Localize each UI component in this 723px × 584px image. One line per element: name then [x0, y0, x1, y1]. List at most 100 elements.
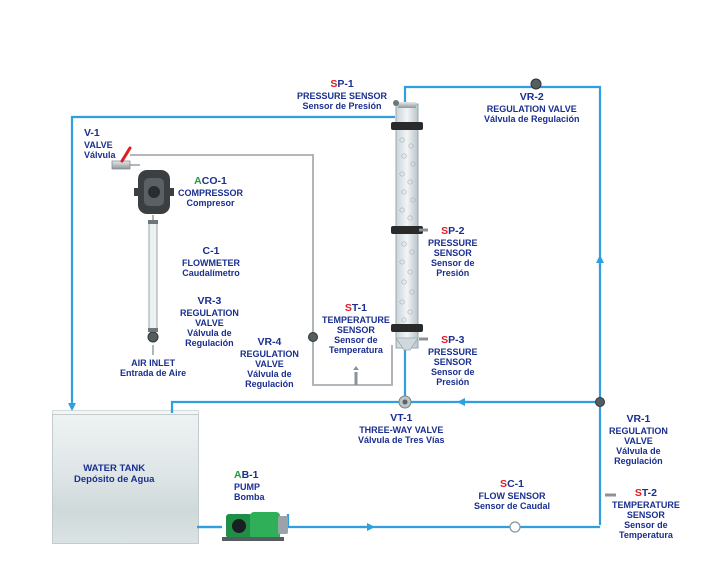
- vr2-tag: VR-2: [519, 91, 544, 103]
- st1-en1: TEMPERATURE: [322, 314, 390, 325]
- vr3-en2: VALVE: [195, 317, 224, 328]
- label-v1: V-1 VALVE Válvula: [84, 127, 116, 160]
- column: [391, 102, 423, 351]
- st1-en2: SENSOR: [336, 324, 375, 335]
- sc1-prefix: S: [500, 478, 508, 490]
- c1-en: FLOWMETER: [182, 257, 240, 268]
- pipe-top-return: [403, 85, 602, 158]
- sp3-es2: Presión: [436, 376, 470, 387]
- sc1-es: Sensor de Caudal: [474, 500, 551, 511]
- sp2-es2: Presión: [436, 267, 470, 278]
- vr3-valve: [147, 331, 159, 343]
- vt1-es: Válvula de Tres Vías: [358, 434, 445, 445]
- column-bottom-cone: [395, 337, 419, 351]
- label-vr1: VR-1 REGULATION VALVE Válvula de Regulac…: [609, 413, 668, 466]
- label-vr3: VR-3 REGULATION VALVE Válvula de Regulac…: [180, 295, 239, 348]
- c1-es: Caudalímetro: [182, 267, 240, 278]
- vr1-valve: [595, 397, 605, 407]
- st1-es2: Temperatura: [328, 344, 383, 355]
- ab1-prefix: A: [234, 469, 242, 481]
- label-ab1: AB-1 PUMP Bomba: [234, 469, 265, 502]
- ab1-es: Bomba: [234, 491, 265, 502]
- vr2-es: Válvula de Regulación: [484, 113, 580, 124]
- label-air-inlet: AIR INLET Entrada de Aire: [120, 358, 186, 378]
- tank-en: WATER TANK: [83, 463, 146, 474]
- column-flange-mid: [391, 226, 423, 234]
- vr4-es1: Válvula de: [247, 368, 292, 379]
- sc1-sensor: [509, 521, 521, 533]
- label-vr2: VR-2 REGULATION VALVE Válvula de Regulac…: [484, 91, 580, 124]
- vr1-tag: VR-1: [626, 413, 651, 425]
- vt1-valve: [398, 395, 412, 409]
- compressor: [134, 170, 174, 214]
- sp3-en1: PRESSURE: [428, 346, 478, 357]
- v1-tag: V-1: [84, 127, 100, 139]
- pump: [222, 512, 288, 541]
- sp2-tag: P-2: [448, 225, 465, 237]
- pipe-to-tank: [68, 115, 395, 411]
- label-water-tank: WATER TANK Depósito de Agua: [74, 463, 155, 485]
- vr4-en2: VALVE: [255, 358, 284, 369]
- st2-prefix: S: [634, 487, 642, 499]
- sp1-es: Sensor de Presión: [302, 100, 382, 111]
- label-c1: C-1 FLOWMETER Caudalímetro: [182, 245, 240, 278]
- st1-prefix: S: [344, 302, 352, 314]
- st1-es1: Sensor de: [334, 334, 378, 345]
- st2-en2: SENSOR: [626, 509, 665, 520]
- v1-en: VALVE: [84, 139, 113, 150]
- label-sc1: SC-1 FLOW SENSOR Sensor de Caudal: [474, 478, 551, 511]
- vr3-es1: Válvula de: [187, 327, 232, 338]
- vr3-tag: VR-3: [197, 295, 222, 307]
- vr4-es2: Regulación: [245, 378, 294, 389]
- sp1-prefix: S: [330, 78, 338, 90]
- v1-es: Válvula: [84, 149, 116, 160]
- sp2-prefix: S: [441, 225, 449, 237]
- vr2-valve: [530, 78, 542, 90]
- st2-tag: T-2: [641, 487, 658, 499]
- c1-tag: C-1: [202, 245, 220, 257]
- vt1-en: THREE-WAY VALVE: [359, 424, 444, 435]
- sp3-prefix: S: [441, 334, 449, 346]
- aco1-es: Compresor: [186, 197, 235, 208]
- st2-en1: TEMPERATURE: [612, 499, 680, 510]
- vr4-valve: [308, 332, 318, 342]
- vt1-tag: VT-1: [390, 412, 413, 424]
- vr1-en1: REGULATION: [609, 425, 668, 436]
- air-en: AIR INLET: [131, 358, 176, 368]
- label-vr4: VR-4 REGULATION VALVE Válvula de Regulac…: [240, 336, 299, 389]
- sc1-tag: C-1: [507, 478, 524, 490]
- tank-es: Depósito de Agua: [74, 473, 155, 485]
- label-sp1: SP-1 PRESSURE SENSOR Sensor de Presión: [297, 78, 388, 111]
- vr3-es2: Regulación: [185, 337, 234, 348]
- label-sp3: SP-3 PRESSURE SENSOR Sensor de Presión: [428, 334, 478, 387]
- sp1-tag: P-1: [337, 78, 354, 90]
- vr4-tag: VR-4: [257, 336, 282, 348]
- air-es: Entrada de Aire: [120, 368, 187, 379]
- label-st2: ST-2 TEMPERATURE SENSOR Sensor de Temper…: [612, 487, 680, 540]
- label-st1: ST-1 TEMPERATURE SENSOR Sensor de Temper…: [322, 302, 390, 355]
- sp3-es1: Sensor de: [431, 366, 475, 377]
- water-tank: [52, 414, 199, 544]
- sp3-en2: SENSOR: [433, 356, 472, 367]
- air-pipe-from-v1: [130, 154, 393, 386]
- sp1-en: PRESSURE SENSOR: [297, 90, 388, 101]
- st2-es1: Sensor de: [624, 519, 668, 530]
- column-flange-low: [391, 324, 423, 332]
- flowmeter: [148, 220, 158, 332]
- label-aco1: ACO-1 COMPRESSOR Compresor: [178, 175, 244, 208]
- vr3-en1: REGULATION: [180, 307, 239, 318]
- aco1-en: COMPRESSOR: [178, 187, 244, 198]
- vr2-en: REGULATION VALVE: [486, 103, 577, 114]
- label-sp2: SP-2 PRESSURE SENSOR Sensor de Presión: [428, 225, 478, 278]
- column-packing: [399, 137, 416, 323]
- st1-sensor: [353, 366, 359, 385]
- sc1-en: FLOW SENSOR: [478, 490, 546, 501]
- sp2-es1: Sensor de: [431, 257, 475, 268]
- sp3-tag: P-3: [448, 334, 465, 346]
- st1-tag: T-1: [351, 302, 368, 314]
- ab1-en: PUMP: [234, 481, 261, 492]
- sp1-sensor: [393, 100, 399, 106]
- column-flange-top: [391, 122, 423, 130]
